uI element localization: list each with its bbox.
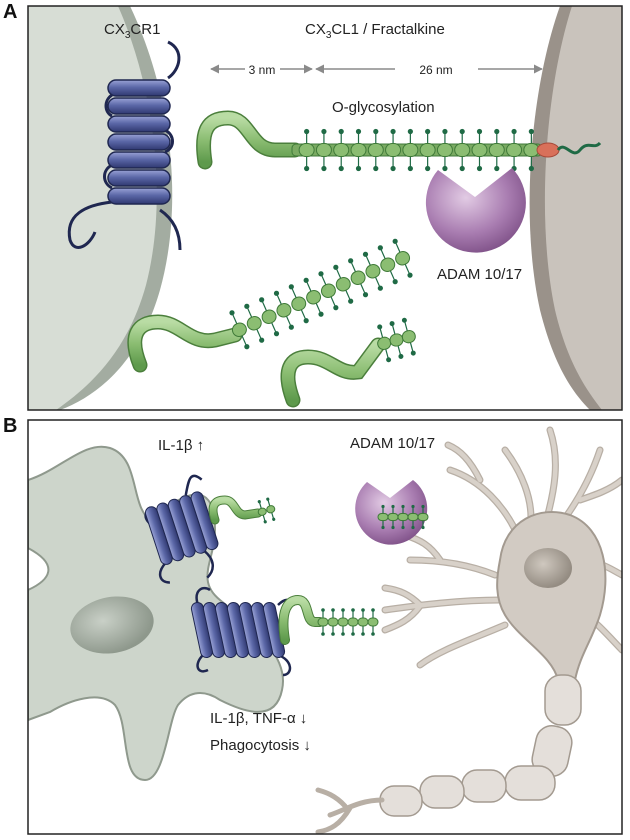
soluble-fractalkine-short [280,317,416,408]
panel-b-frame [27,419,623,835]
panel-a-frame [27,5,623,411]
intracellular-tail [556,141,602,155]
mucin-stalk-soluble-short [377,317,416,363]
microglia-nucleus [70,596,154,654]
mucin-stalk-main [298,128,540,172]
mucin-stalk-soluble-long [229,238,413,350]
distance-26nm-label: 26 nm [419,63,452,77]
phagocytosis-down-label: Phagocytosis ↓ [210,737,311,754]
panel-b [28,420,622,834]
cx3cr1-receptor [67,40,182,251]
adam-label-a: ADAM 10/17 [437,266,522,283]
neuron-nucleus [524,548,572,588]
axon [379,674,582,817]
mucin-stalk-b-upper [257,497,276,524]
panel-a-letter: A [3,1,17,23]
neuron [315,426,622,834]
fractalkine-bound [196,110,602,172]
adam-enzyme-a [425,168,526,253]
receptor-label: CX3CR1 [104,21,160,41]
fractalkine-b-upper [208,495,276,525]
distance-3nm-label: 3 nm [249,63,276,77]
mucin-stalk-b-cleaved [377,504,429,530]
neuron-soma [496,511,607,681]
adam-enzyme-b [355,480,428,545]
panel-b-letter: B [3,415,17,437]
glycosylation-label: O-glycosylation [332,99,435,116]
axon-terminal [315,787,385,834]
mucin-stalk-b-lower [317,608,379,636]
il1b-up-label: IL-1β ↑ [158,437,204,454]
cleavage-site [536,142,560,158]
panel-a [28,6,622,410]
cx3cr1-receptor-b-lower [190,586,293,677]
neuron-cell-body [544,6,622,410]
soluble-fractalkine-long [127,238,413,373]
fractalkine-b-lower [278,594,379,645]
ligand-label: CX3CL1 / Fractalkine [305,21,445,41]
adam-label-b: ADAM 10/17 [350,435,435,452]
cytokines-down-label: IL-1β, TNF-α ↓ [210,710,307,727]
cx3cr1-receptor-b-upper [144,474,219,584]
